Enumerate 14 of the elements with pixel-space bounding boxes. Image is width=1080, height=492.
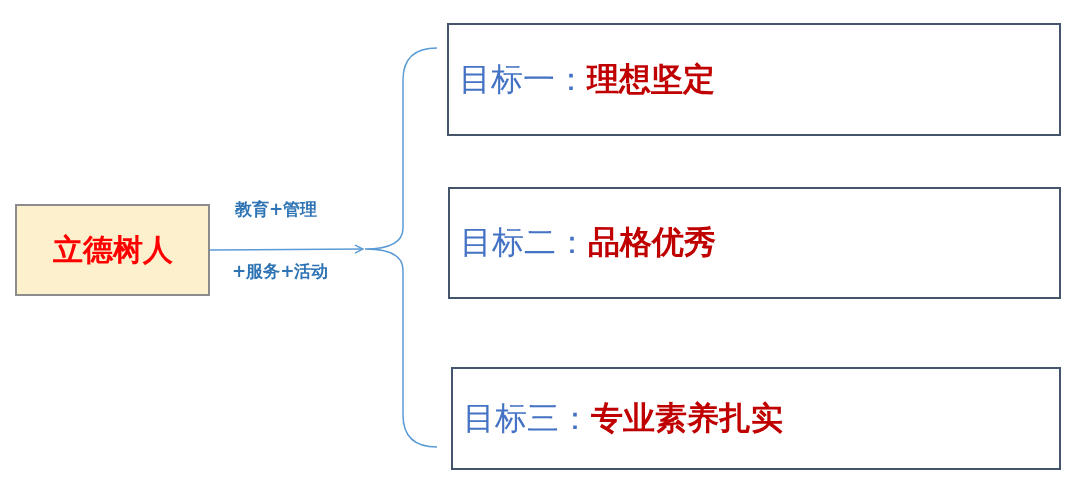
theme-text: 立德树人	[52, 230, 173, 269]
goal-label: 目标二：	[460, 222, 588, 263]
goal-text: 品格优秀	[588, 222, 716, 263]
goal-label: 目标一：	[459, 58, 587, 100]
arrow-note: +服务+活动	[232, 260, 329, 283]
goal-label: 目标三：	[463, 397, 591, 439]
goal-text: 理想坚定	[587, 58, 715, 100]
goal-box	[447, 23, 1061, 136]
goal-text: 专业素养扎实	[591, 397, 783, 439]
goal-box	[451, 367, 1061, 470]
theme-box	[15, 204, 210, 296]
arrow-note: 教育+管理	[235, 198, 318, 221]
goal-box	[448, 187, 1061, 299]
arrow	[209, 244, 364, 254]
